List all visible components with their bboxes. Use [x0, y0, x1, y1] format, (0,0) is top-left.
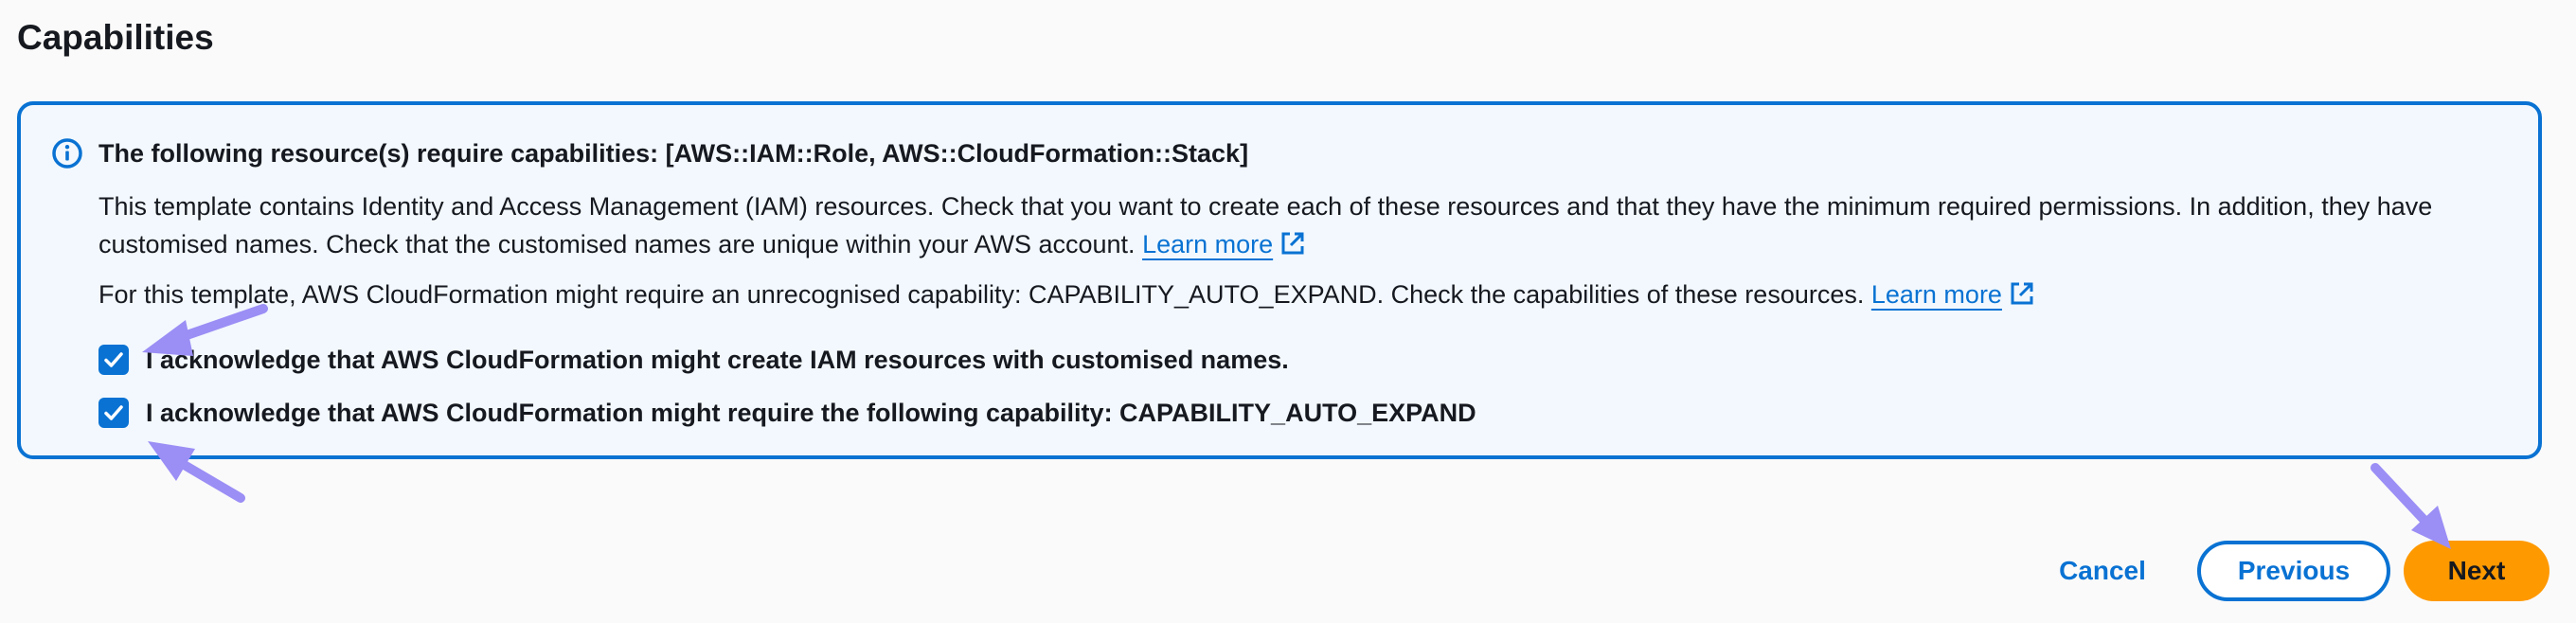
- previous-button[interactable]: Previous: [2197, 541, 2390, 601]
- capabilities-heading: The following resource(s) require capabi…: [98, 139, 1249, 168]
- learn-more-link-iam[interactable]: Learn more: [1142, 230, 1307, 258]
- ack-auto-expand-row[interactable]: I acknowledge that AWS CloudFormation mi…: [98, 397, 1476, 429]
- ack-auto-expand-checkbox[interactable]: [98, 398, 129, 428]
- capabilities-info-panel: The following resource(s) require capabi…: [17, 101, 2542, 459]
- iam-resources-description: This template contains Identity and Acce…: [98, 187, 2485, 263]
- ack-auto-expand-label: I acknowledge that AWS CloudFormation mi…: [146, 399, 1476, 427]
- ack-iam-resources-checkbox[interactable]: [98, 345, 129, 375]
- info-circle-icon: [52, 138, 82, 169]
- ack-iam-resources-row[interactable]: I acknowledge that AWS CloudFormation mi…: [98, 344, 1289, 376]
- check-icon: [104, 405, 123, 420]
- auto-expand-text: For this template, AWS CloudFormation mi…: [98, 280, 1865, 309]
- auto-expand-description: For this template, AWS CloudFormation mi…: [98, 276, 2036, 313]
- ack-iam-resources-label: I acknowledge that AWS CloudFormation mi…: [146, 346, 1289, 374]
- next-button[interactable]: Next: [2404, 541, 2549, 601]
- iam-resources-text: This template contains Identity and Acce…: [98, 192, 2433, 258]
- external-link-icon: [2011, 282, 2033, 305]
- cancel-button[interactable]: Cancel: [2036, 541, 2169, 601]
- learn-more-link-capabilities[interactable]: Learn more: [1871, 280, 2036, 309]
- external-link-icon: [1281, 232, 1304, 255]
- check-icon: [104, 352, 123, 367]
- annotation-arrow-icon: [2370, 463, 2451, 549]
- page-title: Capabilities: [17, 18, 214, 57]
